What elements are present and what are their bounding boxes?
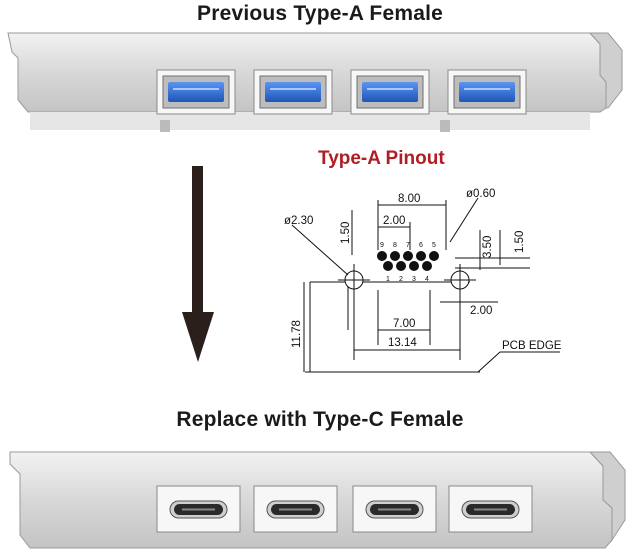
title-previous-type-a: Previous Type-A Female [197, 2, 443, 25]
usb-c-port-2 [253, 485, 338, 533]
dim-width-outer: 8.00 [398, 193, 420, 205]
usb-c-port-1 [156, 485, 241, 533]
usb-a-port-3 [350, 69, 430, 115]
pin-numbers-bottom: 1 2 3 4 [386, 276, 429, 283]
pcb-edge-label: PCB EDGE [502, 340, 562, 352]
dim-height: 11.78 [291, 320, 303, 348]
pin-numbers-top: 9 8 7 6 5 [380, 242, 436, 249]
svg-text:1: 1 [386, 276, 390, 283]
dim-v-right2: 1.50 [514, 231, 526, 253]
usb-a-port-4 [447, 69, 527, 115]
pin-row-bottom [383, 261, 432, 271]
svg-text:2: 2 [399, 276, 403, 283]
pin-row-top [377, 251, 439, 261]
svg-text:8: 8 [393, 242, 397, 249]
down-arrow-icon [182, 166, 214, 362]
dim-pitch-top: 2.00 [383, 215, 405, 227]
dim-hole-dia: ø2.30 [284, 215, 313, 227]
type-a-pinout-diagram [291, 197, 560, 373]
svg-text:9: 9 [380, 242, 384, 249]
svg-text:6: 6 [419, 242, 423, 249]
svg-text:3: 3 [412, 276, 416, 283]
title-replace-type-c: Replace with Type-C Female [176, 408, 464, 431]
usb-a-port-2 [253, 69, 333, 115]
dim-pin-dia: ø0.60 [466, 188, 495, 200]
dim-v-right1: 3.50 [482, 236, 494, 258]
dim-v-left: 1.50 [340, 222, 352, 244]
dim-inner-width: 7.00 [393, 318, 415, 330]
dim-offset-right: 2.00 [470, 305, 492, 317]
svg-text:5: 5 [432, 242, 436, 249]
svg-text:7: 7 [406, 242, 410, 249]
usb-a-port-1 [156, 69, 236, 115]
usb-c-port-3 [352, 485, 437, 533]
dim-outer-width: 13.14 [388, 337, 417, 349]
title-type-a-pinout: Type-A Pinout [318, 148, 445, 169]
usb-c-port-4 [448, 485, 533, 533]
svg-text:4: 4 [425, 276, 429, 283]
